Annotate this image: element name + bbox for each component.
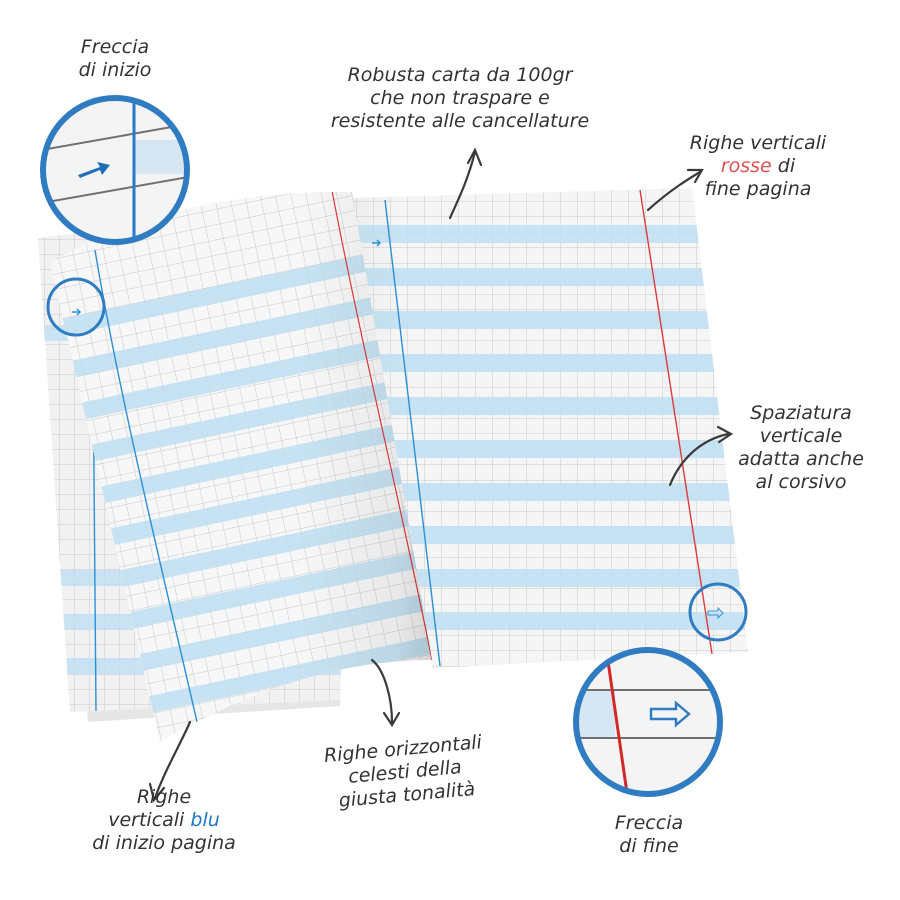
caption-line: che non traspare e [370,87,550,109]
spacing-caption: Spaziatura verticale adatta anche al cor… [726,402,876,494]
end-arrow-caption: Freccia di fine [594,812,704,858]
caption-text: di [771,155,796,177]
caption-line: di fine [619,835,679,857]
caption-line: al corsivo [755,471,847,493]
caption-line: Freccia [614,812,684,834]
start-arrow-caption: Freccia di inizio [60,36,170,82]
caption-line: di inizio pagina [92,832,236,854]
red-lines-caption: Righe verticali rosse di fine pagina [668,132,848,201]
right-arrow-outline-icon [649,700,691,728]
zoom-start-arrow [40,95,190,245]
caption-line: verticale [759,425,843,447]
caption-text: verticali [108,809,191,831]
caption-line: Righe [136,786,192,808]
caption-highlight-red: rosse [720,155,772,177]
paper-caption: Robusta carta da 100gr che non traspare … [300,64,620,133]
caption-line: Righe verticali [689,132,827,154]
right-arrow-filled-icon [78,162,110,178]
pointer-arrows [148,147,734,803]
caption-highlight-blue: blu [190,809,220,831]
caption-line: adatta anche [738,448,864,470]
caption-line: Freccia [80,36,150,58]
caption-line: resistente alle cancellature [330,110,590,132]
zoom-end-arrow [573,647,723,797]
caption-line: Spaziatura [750,402,852,424]
start-arrow-marker-ring [46,277,106,337]
end-arrow-marker-ring [688,582,748,642]
blue-lines-caption: Righe verticali blu di inizio pagina [64,786,264,855]
caption-line: fine pagina [704,178,812,200]
caption-line: Robusta carta da 100gr [347,64,573,86]
caption-line: di inizio [78,59,152,81]
